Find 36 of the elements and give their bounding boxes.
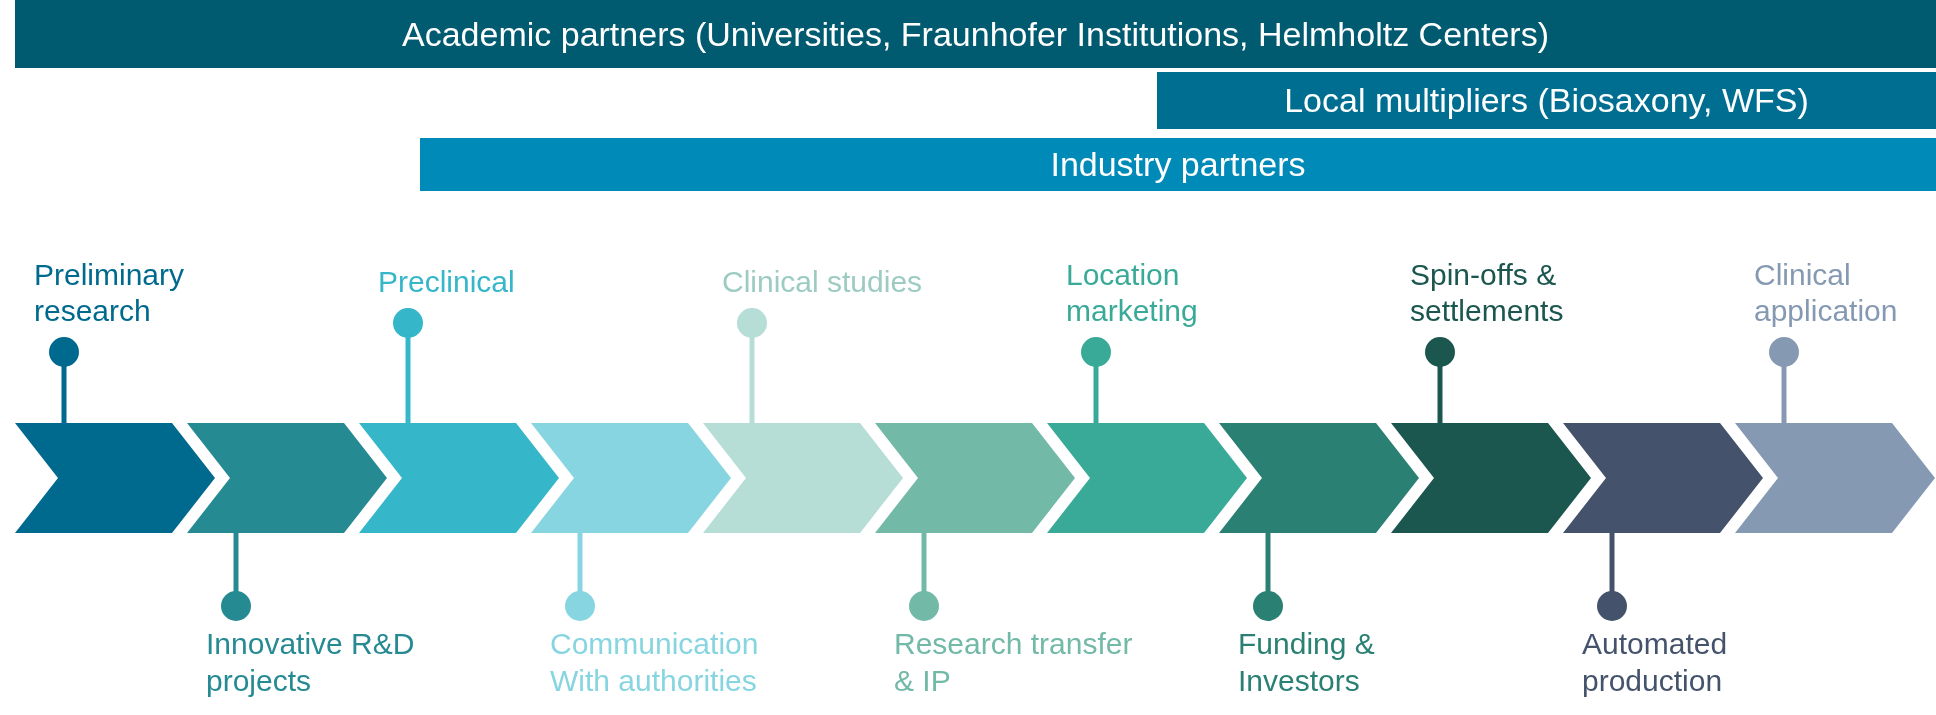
chevron-step — [703, 423, 903, 533]
partner-band: Academic partners (Universities, Fraunhofer Institutions, Helmholtz Centers) — [15, 0, 1936, 68]
chevron-step — [187, 423, 387, 533]
leader-line — [565, 533, 595, 621]
step-label: Communication With authorities — [550, 606, 800, 700]
leader-line — [393, 308, 423, 423]
chevron-step — [359, 423, 559, 533]
leader-line — [1081, 337, 1111, 423]
step-label: Funding & Investors — [1238, 606, 1488, 700]
step-label: Location marketing — [1066, 256, 1316, 352]
leader-line — [221, 533, 251, 621]
partner-band: Industry partners — [420, 138, 1936, 191]
step-label: Clinical studies — [722, 264, 972, 323]
leader-line — [1425, 337, 1455, 423]
chevron-step — [15, 423, 215, 533]
leader-line — [737, 308, 767, 423]
chevron-step — [1563, 423, 1763, 533]
leader-line — [1597, 533, 1627, 621]
chevron-step — [1047, 423, 1247, 533]
leader-line — [49, 337, 79, 423]
step-label: Innovative R&D projects — [206, 606, 456, 700]
chevron-step — [875, 423, 1075, 533]
step-label: Spin-offs & settlements — [1410, 256, 1660, 352]
chevron-step — [1391, 423, 1591, 533]
step-label: Preclinical — [378, 264, 628, 323]
leader-line — [1769, 337, 1799, 423]
step-label: Preliminary research — [34, 256, 284, 352]
chevron-step — [531, 423, 731, 533]
chevron-step — [1219, 423, 1419, 533]
leader-line — [1253, 533, 1283, 621]
step-label: Research transfer & IP — [894, 606, 1144, 700]
partner-band: Local multipliers (Biosaxony, WFS) — [1157, 72, 1936, 129]
chevron-step — [1735, 423, 1935, 533]
leader-line — [909, 533, 939, 621]
step-label: Clinical application — [1754, 256, 1934, 352]
step-label: Automated production — [1582, 606, 1832, 700]
